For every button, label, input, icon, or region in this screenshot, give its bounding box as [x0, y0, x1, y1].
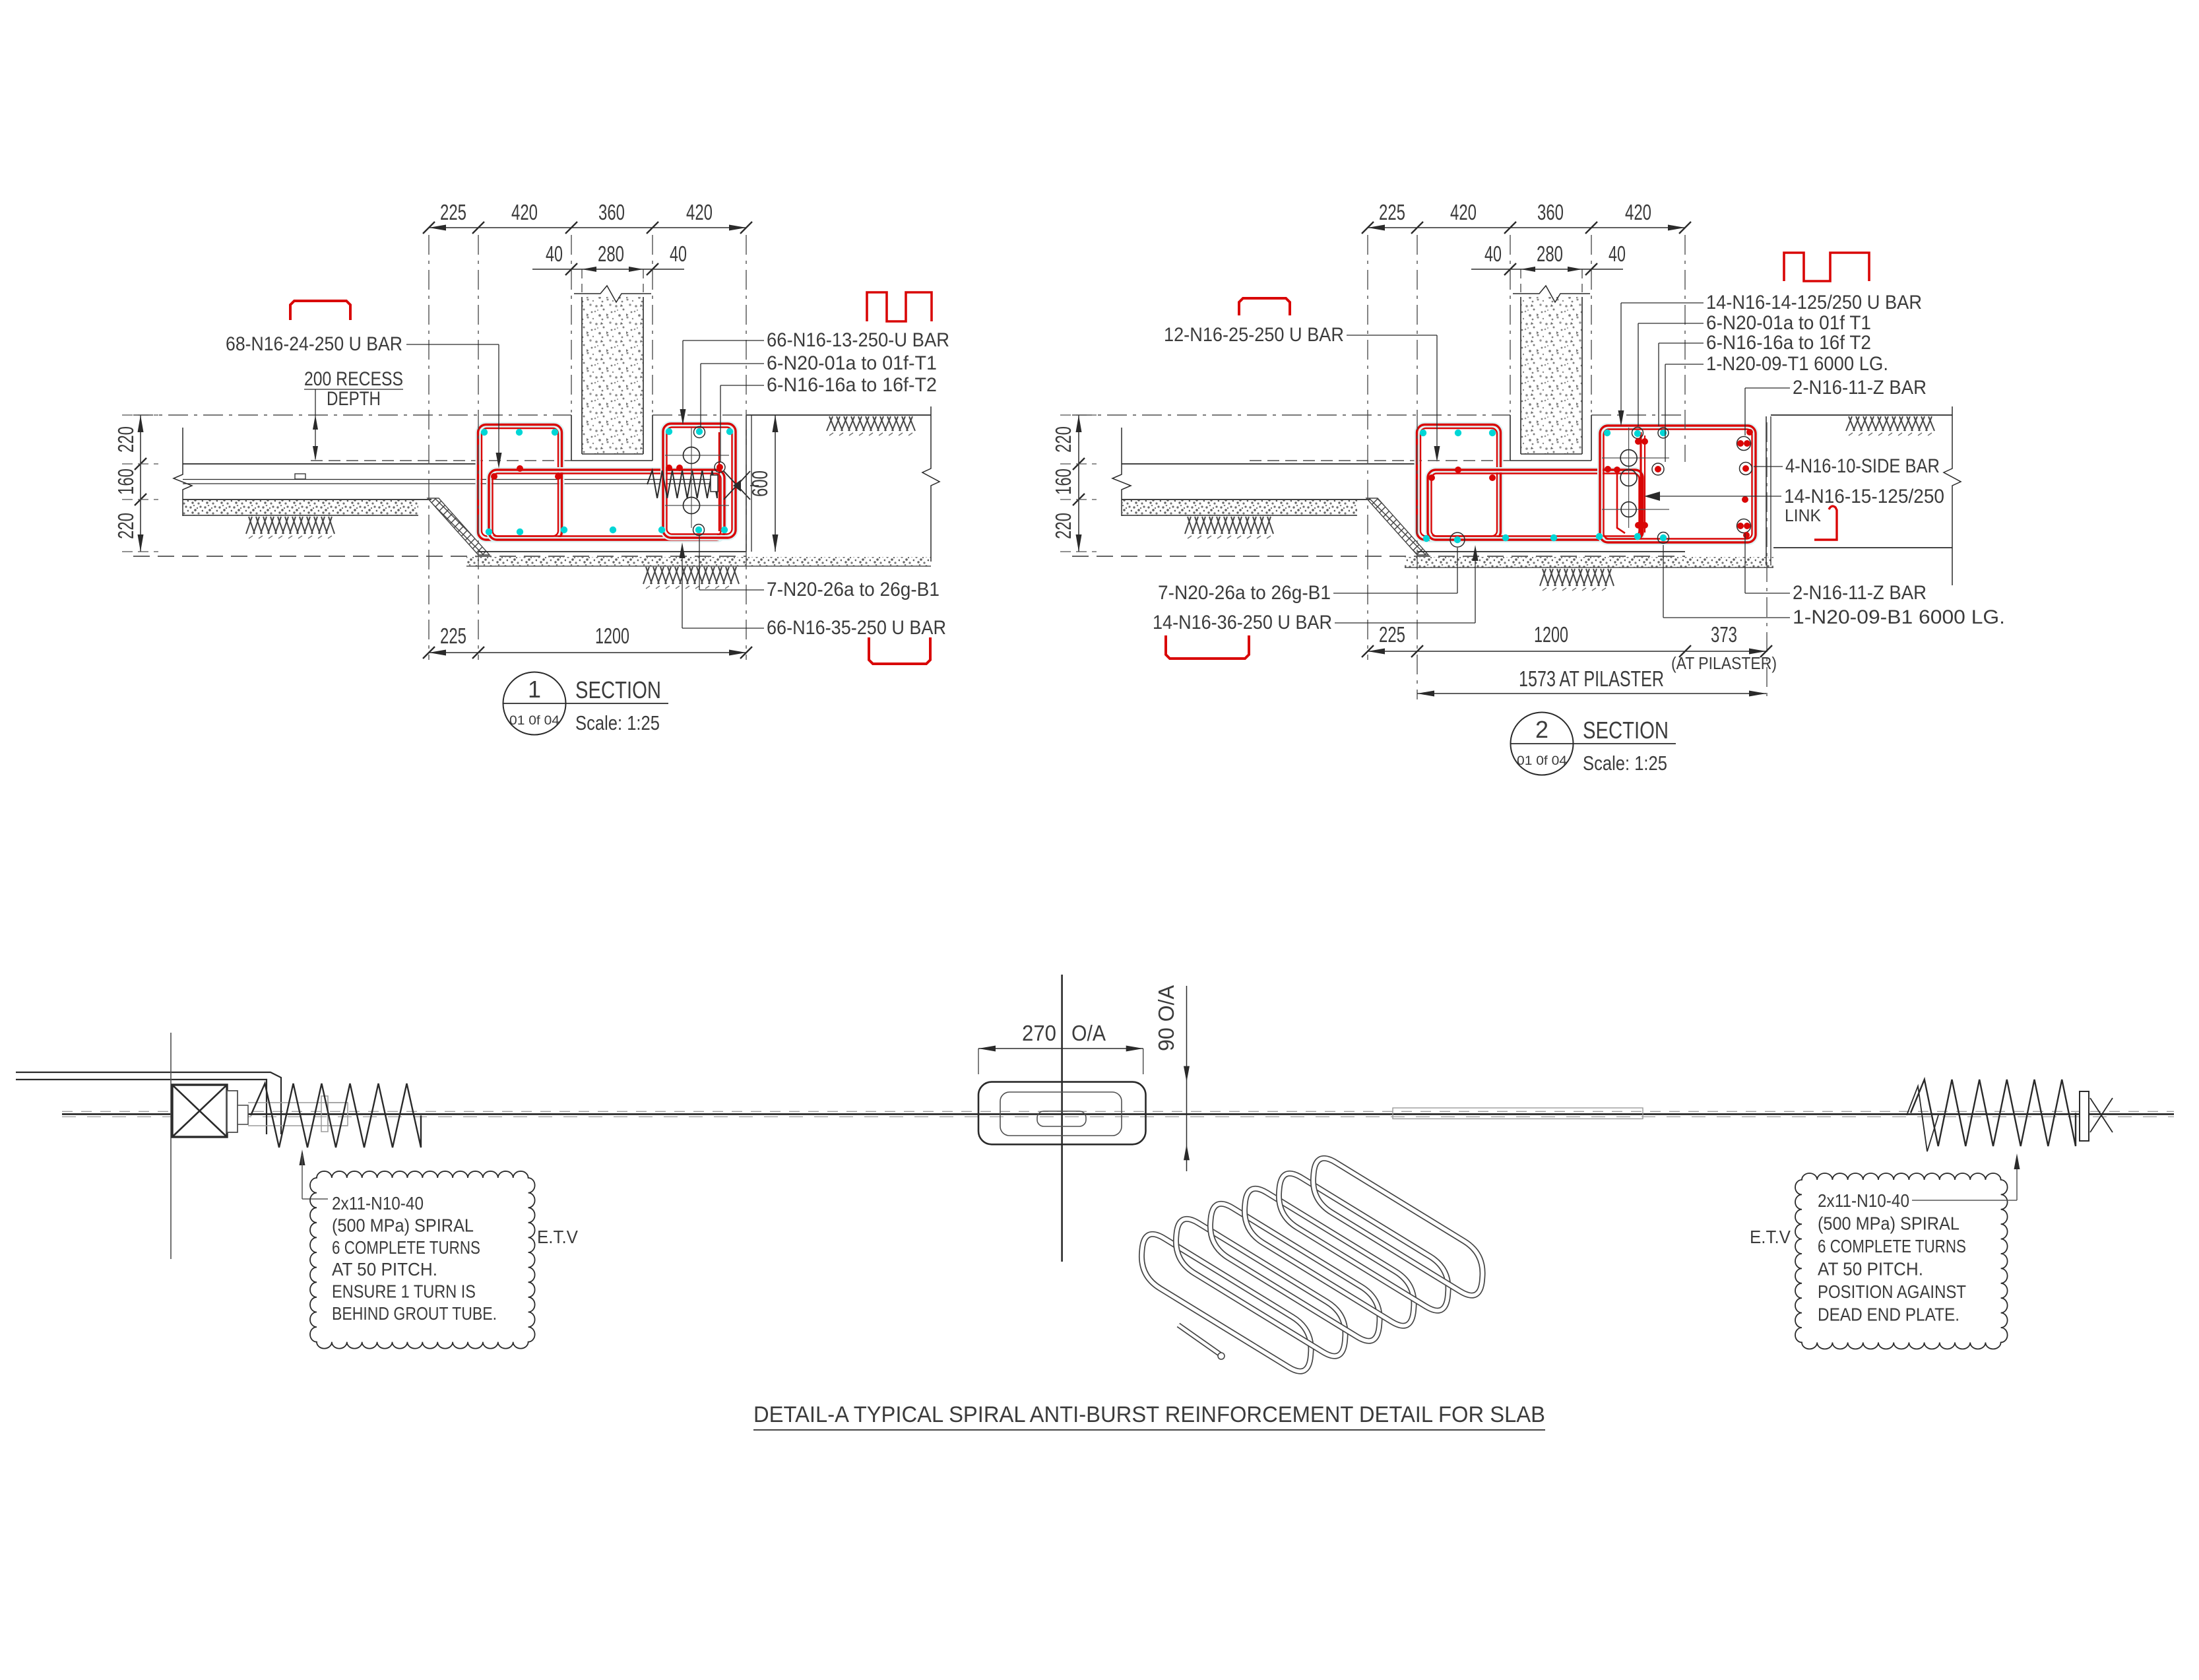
svg-text:2: 2 — [1535, 716, 1548, 743]
svg-text:420: 420 — [686, 200, 713, 224]
svg-text:1: 1 — [528, 676, 541, 703]
svg-text:7-N20-26a to 26g-B1: 7-N20-26a to 26g-B1 — [1158, 582, 1331, 604]
svg-text:420: 420 — [1450, 200, 1477, 224]
svg-text:160: 160 — [113, 468, 138, 495]
svg-text:200 RECESS: 200 RECESS — [304, 368, 403, 390]
svg-text:1573 AT PILASTER: 1573 AT PILASTER — [1519, 666, 1664, 691]
svg-text:DEPTH: DEPTH — [327, 388, 381, 410]
svg-text:6-N16-16a to 16f T2: 6-N16-16a to 16f T2 — [1706, 332, 1871, 354]
svg-text:LINK: LINK — [1785, 505, 1822, 525]
svg-text:280: 280 — [598, 242, 624, 266]
svg-text:01 0f 04: 01 0f 04 — [1517, 754, 1567, 768]
svg-text:14-N16-36-250 U BAR: 14-N16-36-250 U BAR — [1153, 612, 1332, 633]
svg-text:12-N16-25-250 U BAR: 12-N16-25-250 U BAR — [1164, 324, 1344, 346]
svg-text:373: 373 — [1711, 622, 1737, 647]
svg-text:2x11-N10-40: 2x11-N10-40 — [1818, 1190, 1909, 1211]
svg-text:AT 50 PITCH.: AT 50 PITCH. — [1818, 1259, 1923, 1279]
svg-text:DEAD END PLATE.: DEAD END PLATE. — [1818, 1305, 1960, 1325]
svg-text:2x11-N10-40: 2x11-N10-40 — [332, 1193, 424, 1213]
svg-text:Scale: 1:25: Scale: 1:25 — [575, 711, 660, 734]
svg-text:220: 220 — [1051, 426, 1075, 453]
svg-text:6 COMPLETE TURNS: 6 COMPLETE TURNS — [332, 1237, 480, 1258]
svg-text:(500 MPa) SPIRAL: (500 MPa) SPIRAL — [1818, 1213, 1960, 1234]
svg-text:225: 225 — [1379, 200, 1405, 224]
svg-text:4-N16-10-SIDE BAR: 4-N16-10-SIDE BAR — [1785, 455, 1940, 477]
svg-text:90 O/A: 90 O/A — [1154, 985, 1178, 1051]
svg-text:14-N16-15-125/250: 14-N16-15-125/250 — [1784, 486, 1944, 507]
svg-text:01 0f 04: 01 0f 04 — [509, 714, 559, 728]
svg-text:14-N16-14-125/250 U BAR: 14-N16-14-125/250 U BAR — [1706, 292, 1922, 313]
svg-text:40: 40 — [546, 242, 563, 266]
svg-text:1-N20-09-T1 6000 LG.: 1-N20-09-T1 6000 LG. — [1706, 353, 1888, 375]
svg-text:40: 40 — [670, 242, 687, 266]
svg-text:360: 360 — [598, 200, 625, 224]
svg-text:(AT PILASTER): (AT PILASTER) — [1671, 653, 1777, 673]
svg-text:E.T.V: E.T.V — [537, 1227, 578, 1247]
svg-text:7-N20-26a to 26g-B1: 7-N20-26a to 26g-B1 — [767, 579, 940, 600]
svg-text:6-N20-01a to 01f T1: 6-N20-01a to 01f T1 — [1706, 312, 1871, 334]
svg-text:280: 280 — [1537, 242, 1563, 266]
svg-text:BEHIND GROUT TUBE.: BEHIND GROUT TUBE. — [332, 1303, 497, 1324]
svg-text:220: 220 — [113, 426, 138, 453]
svg-text:DETAIL-A TYPICAL SPIRAL ANTI-B: DETAIL-A TYPICAL SPIRAL ANTI-BURST REINF… — [753, 1402, 1545, 1427]
svg-text:40: 40 — [1609, 242, 1626, 266]
svg-text:1-N20-09-B1 6000 LG.: 1-N20-09-B1 6000 LG. — [1793, 606, 2005, 628]
svg-text:2-N16-11-Z BAR: 2-N16-11-Z BAR — [1793, 582, 1927, 604]
svg-text:ENSURE 1 TURN IS: ENSURE 1 TURN IS — [332, 1281, 476, 1302]
svg-text:SECTION: SECTION — [1583, 717, 1669, 744]
svg-text:160: 160 — [1051, 468, 1075, 495]
svg-text:6 COMPLETE TURNS: 6 COMPLETE TURNS — [1818, 1236, 1966, 1256]
svg-text:2-N16-11-Z BAR: 2-N16-11-Z BAR — [1793, 377, 1927, 399]
svg-text:420: 420 — [1625, 200, 1651, 224]
svg-text:1200: 1200 — [595, 624, 629, 648]
svg-text:360: 360 — [1537, 200, 1564, 224]
svg-text:66-N16-13-250-U BAR: 66-N16-13-250-U BAR — [767, 329, 949, 351]
svg-text:POSITION AGAINST: POSITION AGAINST — [1818, 1281, 1966, 1302]
svg-text:225: 225 — [440, 624, 466, 648]
svg-text:225: 225 — [1379, 622, 1405, 647]
svg-text:6-N20-01a to 01f-T1: 6-N20-01a to 01f-T1 — [767, 352, 937, 374]
svg-text:Scale: 1:25: Scale: 1:25 — [1583, 752, 1667, 775]
svg-text:1200: 1200 — [1534, 622, 1568, 647]
svg-text:O/A: O/A — [1071, 1021, 1106, 1045]
svg-text:225: 225 — [440, 200, 466, 224]
svg-text:(500 MPa) SPIRAL: (500 MPa) SPIRAL — [332, 1215, 474, 1235]
svg-text:68-N16-24-250 U BAR: 68-N16-24-250 U BAR — [226, 333, 402, 355]
svg-text:E.T.V: E.T.V — [1750, 1227, 1791, 1247]
svg-text:6-N16-16a to 16f-T2: 6-N16-16a to 16f-T2 — [767, 374, 937, 396]
svg-text:220: 220 — [1051, 513, 1075, 539]
svg-text:220: 220 — [113, 513, 138, 539]
svg-text:66-N16-35-250 U BAR: 66-N16-35-250 U BAR — [767, 617, 946, 639]
svg-text:600: 600 — [748, 470, 772, 497]
svg-text:40: 40 — [1484, 242, 1502, 266]
svg-text:420: 420 — [511, 200, 538, 224]
svg-text:SECTION: SECTION — [575, 676, 661, 703]
svg-text:270: 270 — [1022, 1021, 1056, 1045]
svg-text:AT 50 PITCH.: AT 50 PITCH. — [332, 1259, 437, 1279]
